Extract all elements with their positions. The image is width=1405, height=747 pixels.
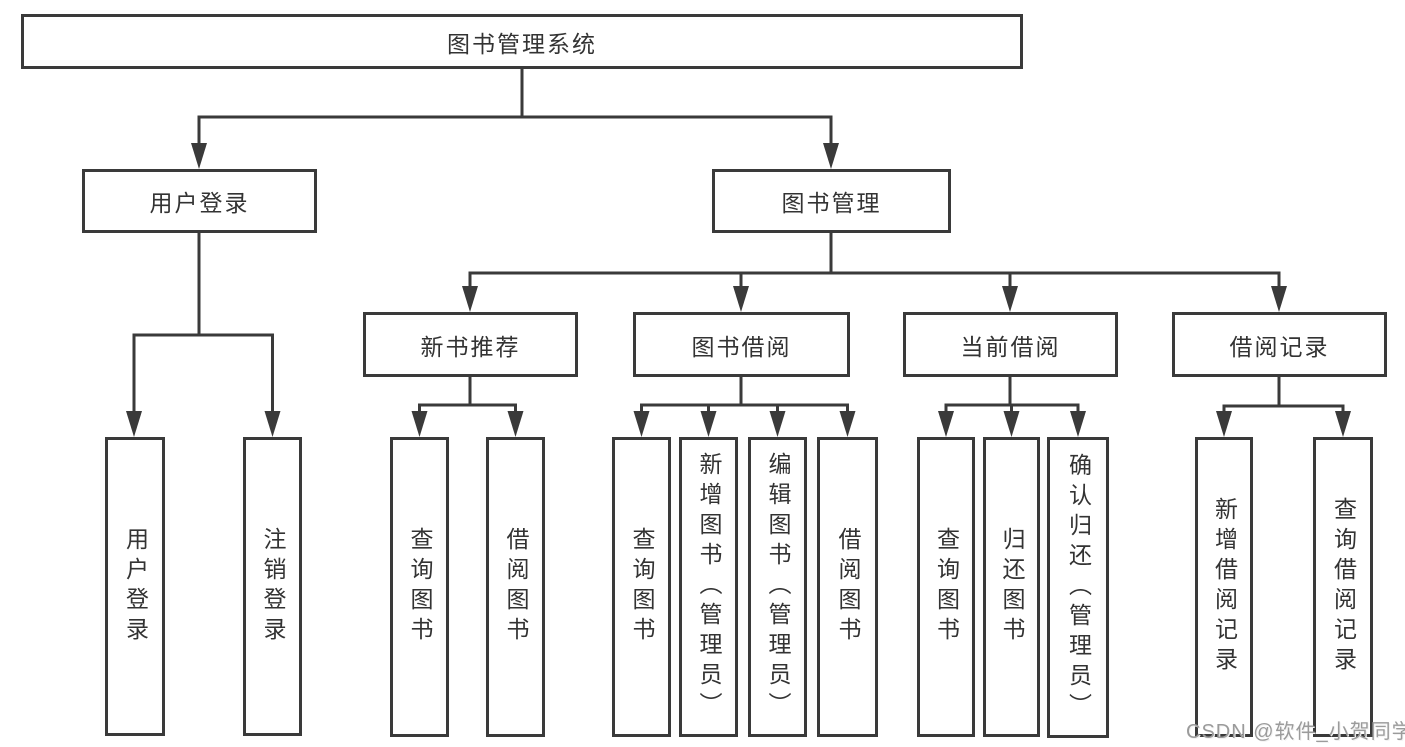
leaf-borrowing-borrow-books-label: 借阅图书: [835, 527, 861, 647]
node-book-borrowing: 图书借阅: [633, 312, 850, 377]
connector-arrowheads: [126, 143, 1351, 437]
node-new-book-recommend: 新书推荐: [363, 312, 578, 377]
arrow-down-icon: [1271, 286, 1287, 312]
leaf-borrowing-query-books: 查询图书: [612, 437, 671, 737]
leaf-newbook-borrow-books-label: 借阅图书: [503, 527, 529, 647]
arrow-down-icon: [264, 411, 281, 437]
node-root-label: 图书管理系统: [447, 30, 597, 57]
node-book-management-label: 图书管理: [781, 190, 882, 216]
leaf-current-confirm-return-admin: 确认归还（管理员）: [1047, 437, 1109, 738]
node-root: 图书管理系统: [21, 14, 1023, 69]
node-new-book-recommend-label: 新书推荐: [420, 333, 521, 360]
leaf-logout-label: 注销登录: [260, 526, 286, 647]
leaf-borrowing-query-books-label: 查询图书: [629, 527, 655, 647]
arrow-down-icon: [733, 286, 749, 312]
arrow-down-icon: [1003, 411, 1020, 437]
arrow-down-icon: [507, 411, 524, 437]
arrow-down-icon: [1335, 411, 1351, 437]
leaf-newbook-borrow-books: 借阅图书: [486, 437, 545, 737]
csdn-watermark: CSDN @软件_小贺同学: [1186, 721, 1405, 743]
leaf-newbook-query-books-label: 查询图书: [407, 527, 433, 647]
arrow-down-icon: [633, 411, 650, 437]
leaf-records-query-record: 查询借阅记录: [1313, 437, 1373, 737]
arrow-down-icon: [823, 143, 839, 169]
leaf-records-query-record-label: 查询借阅记录: [1330, 497, 1357, 677]
leaf-user-login: 用户登录: [105, 437, 165, 736]
node-book-management: 图书管理: [712, 169, 951, 233]
arrow-down-icon: [191, 143, 207, 169]
arrow-down-icon: [462, 286, 478, 312]
leaf-current-query-books: 查询图书: [917, 437, 975, 737]
leaf-current-return-books-label: 归还图书: [999, 527, 1025, 647]
node-borrowing-records: 借阅记录: [1172, 312, 1387, 377]
node-current-borrowing: 当前借阅: [903, 312, 1118, 377]
leaf-current-query-books-label: 查询图书: [933, 527, 960, 647]
arrow-down-icon: [700, 411, 717, 437]
leaf-records-add-record: 新增借阅记录: [1195, 437, 1253, 737]
leaf-user-login-label: 用户登录: [122, 526, 149, 647]
node-borrowing-records-label: 借阅记录: [1229, 333, 1330, 360]
leaf-current-confirm-return-admin-label: 确认归还（管理员）: [1065, 452, 1092, 723]
arrow-down-icon: [1070, 411, 1086, 437]
arrow-down-icon: [1002, 286, 1018, 312]
leaf-borrowing-add-books-admin: 新增图书（管理员）: [679, 437, 738, 737]
arrow-down-icon: [839, 411, 856, 437]
arrow-down-icon: [126, 411, 142, 437]
arrow-down-icon: [769, 411, 786, 437]
leaf-borrowing-add-books-admin-label: 新增图书（管理员）: [696, 452, 722, 722]
arrow-down-icon: [411, 411, 428, 437]
node-current-borrowing-label: 当前借阅: [960, 333, 1061, 360]
leaf-newbook-query-books: 查询图书: [390, 437, 449, 737]
leaf-current-return-books: 归还图书: [983, 437, 1040, 737]
leaf-borrowing-edit-books-admin: 编辑图书（管理员）: [748, 437, 807, 737]
node-book-borrowing-label: 图书借阅: [691, 333, 792, 360]
leaf-logout: 注销登录: [243, 437, 302, 736]
node-user-login-label: 用户登录: [149, 190, 250, 216]
leaf-records-add-record-label: 新增借阅记录: [1211, 497, 1238, 677]
leaf-borrowing-borrow-books: 借阅图书: [817, 437, 878, 737]
leaf-borrowing-edit-books-admin-label: 编辑图书（管理员）: [765, 452, 791, 722]
arrow-down-icon: [1216, 411, 1232, 437]
arrow-down-icon: [938, 411, 954, 437]
node-user-login: 用户登录: [82, 169, 317, 233]
